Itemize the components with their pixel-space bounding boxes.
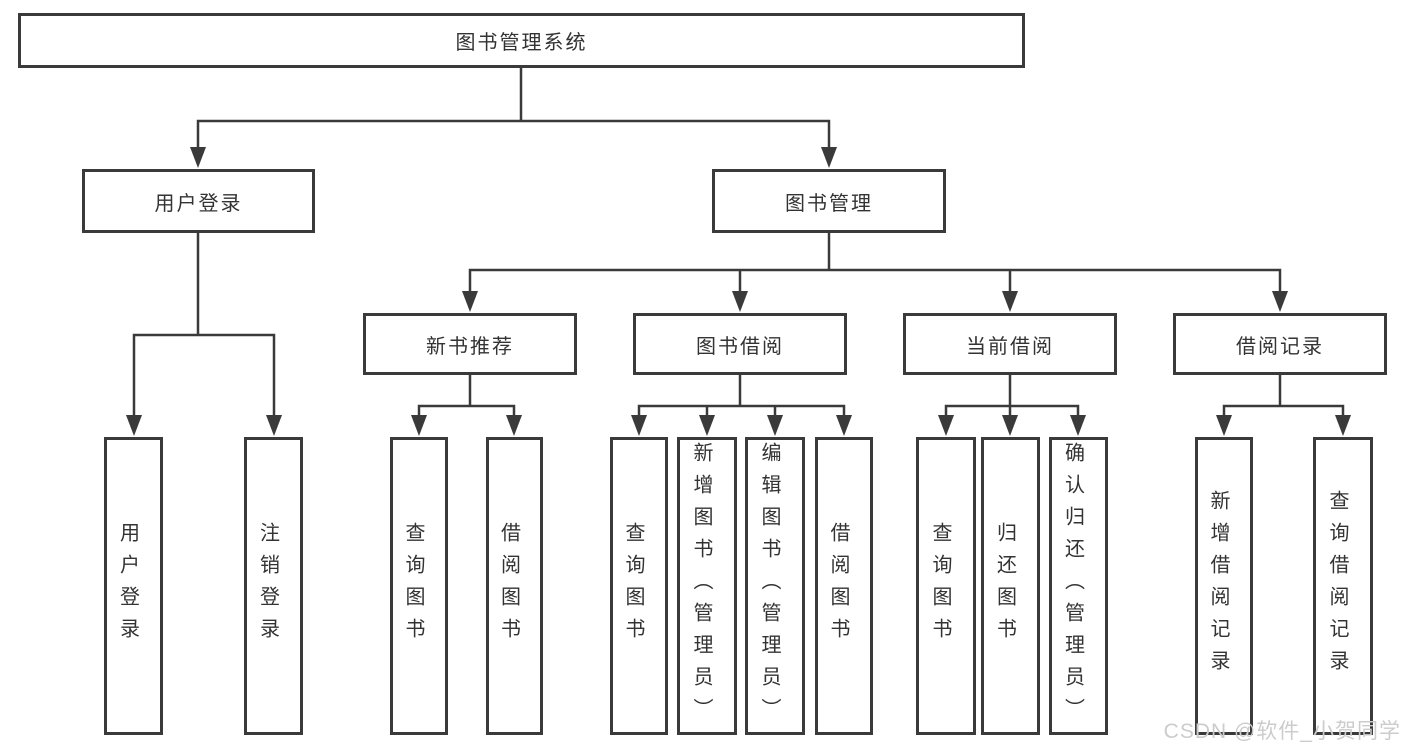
node-root: 图书管理系统 [18, 13, 1025, 68]
node-leaf-nbr-query-books-label: 查询图书 [402, 522, 424, 650]
connector-bookborrow-to-leaves [637, 373, 846, 423]
node-leaf-bb-query-books-label: 查询图书 [622, 522, 644, 650]
node-borrow-records: 借阅记录 [1173, 313, 1387, 375]
node-book-management: 图书管理 [712, 169, 946, 233]
node-root-label: 图书管理系统 [455, 32, 588, 54]
arrowhead [1272, 291, 1288, 312]
connector-userlogin-to-leaves [132, 231, 276, 423]
arrowhead [821, 147, 837, 168]
arrowhead [266, 415, 282, 436]
arrowhead [190, 147, 206, 168]
node-user-login-label: 用户登录 [154, 192, 243, 215]
connector-currentborrow-to-leaves [944, 373, 1080, 423]
node-current-borrow-label: 当前借阅 [966, 335, 1054, 358]
node-leaf-bb-add-books-admin: 新增图书（管理员） [677, 437, 737, 735]
connector-records-to-leaves [1222, 373, 1345, 423]
arrowhead [506, 415, 522, 436]
node-leaf-bb-borrow-books-label: 借阅图书 [827, 522, 849, 650]
arrowhead [1216, 415, 1232, 436]
arrowhead [1002, 291, 1018, 312]
arrowhead [631, 415, 647, 436]
node-leaf-bb-borrow-books: 借阅图书 [815, 437, 873, 735]
node-new-book-recommend: 新书推荐 [363, 313, 577, 375]
connector-root-to-level2 [196, 65, 831, 154]
node-leaf-br-query-record-label: 查询借阅记录 [1326, 490, 1348, 682]
node-leaf-bb-edit-books-admin-label: 编辑图书（管理员） [758, 442, 780, 730]
node-leaf-nbr-borrow-books-label: 借阅图书 [497, 522, 520, 650]
node-leaf-cb-confirm-return-admin: 确认归还（管理员） [1049, 437, 1108, 735]
node-leaf-cb-query-books-label: 查询图书 [929, 522, 951, 650]
node-leaf-bb-edit-books-admin: 编辑图书（管理员） [745, 437, 805, 735]
node-leaf-cb-confirm-return-admin-label: 确认归还（管理员） [1061, 442, 1084, 730]
node-book-borrow: 图书借阅 [633, 313, 847, 375]
node-leaf-br-query-record: 查询借阅记录 [1313, 437, 1373, 735]
arrowhead [699, 415, 715, 436]
connector-newbook-to-leaves [417, 373, 516, 423]
node-borrow-records-label: 借阅记录 [1236, 335, 1324, 358]
node-leaf-bb-add-books-admin-label: 新增图书（管理员） [690, 442, 712, 730]
arrowhead [836, 415, 852, 436]
node-leaf-user-login-label: 用户登录 [116, 522, 139, 650]
node-leaf-br-add-record: 新增借阅记录 [1195, 437, 1253, 735]
arrowhead [462, 291, 478, 312]
node-new-book-recommend-label: 新书推荐 [426, 335, 514, 358]
arrowhead [1070, 415, 1086, 436]
arrowhead [732, 291, 748, 312]
arrowhead [411, 415, 427, 436]
node-leaf-cb-return-books: 归还图书 [981, 437, 1040, 735]
node-leaf-nbr-borrow-books: 借阅图书 [486, 437, 543, 735]
arrowhead [1335, 415, 1351, 436]
node-leaf-nbr-query-books: 查询图书 [390, 437, 448, 735]
node-book-borrow-label: 图书借阅 [696, 335, 784, 358]
node-leaf-user-login: 用户登录 [104, 437, 163, 735]
arrowhead [767, 415, 783, 436]
node-leaf-logout-label: 注销登录 [256, 522, 279, 650]
node-leaf-br-add-record-label: 新增借阅记录 [1207, 490, 1229, 682]
arrowhead [1002, 415, 1018, 436]
node-leaf-bb-query-books: 查询图书 [610, 437, 668, 735]
node-book-management-label: 图书管理 [785, 192, 873, 215]
node-current-borrow: 当前借阅 [903, 313, 1117, 375]
arrowhead [126, 415, 142, 436]
connector-bookmgmt-to-level3 [468, 231, 1282, 299]
arrowhead [938, 415, 954, 436]
node-leaf-cb-query-books: 查询图书 [916, 437, 976, 735]
watermark-text: CSDN @软件_小贺同学 [1163, 720, 1401, 743]
node-user-login: 用户登录 [82, 169, 315, 233]
node-leaf-cb-return-books-label: 归还图书 [993, 522, 1016, 650]
node-leaf-logout: 注销登录 [244, 437, 303, 735]
